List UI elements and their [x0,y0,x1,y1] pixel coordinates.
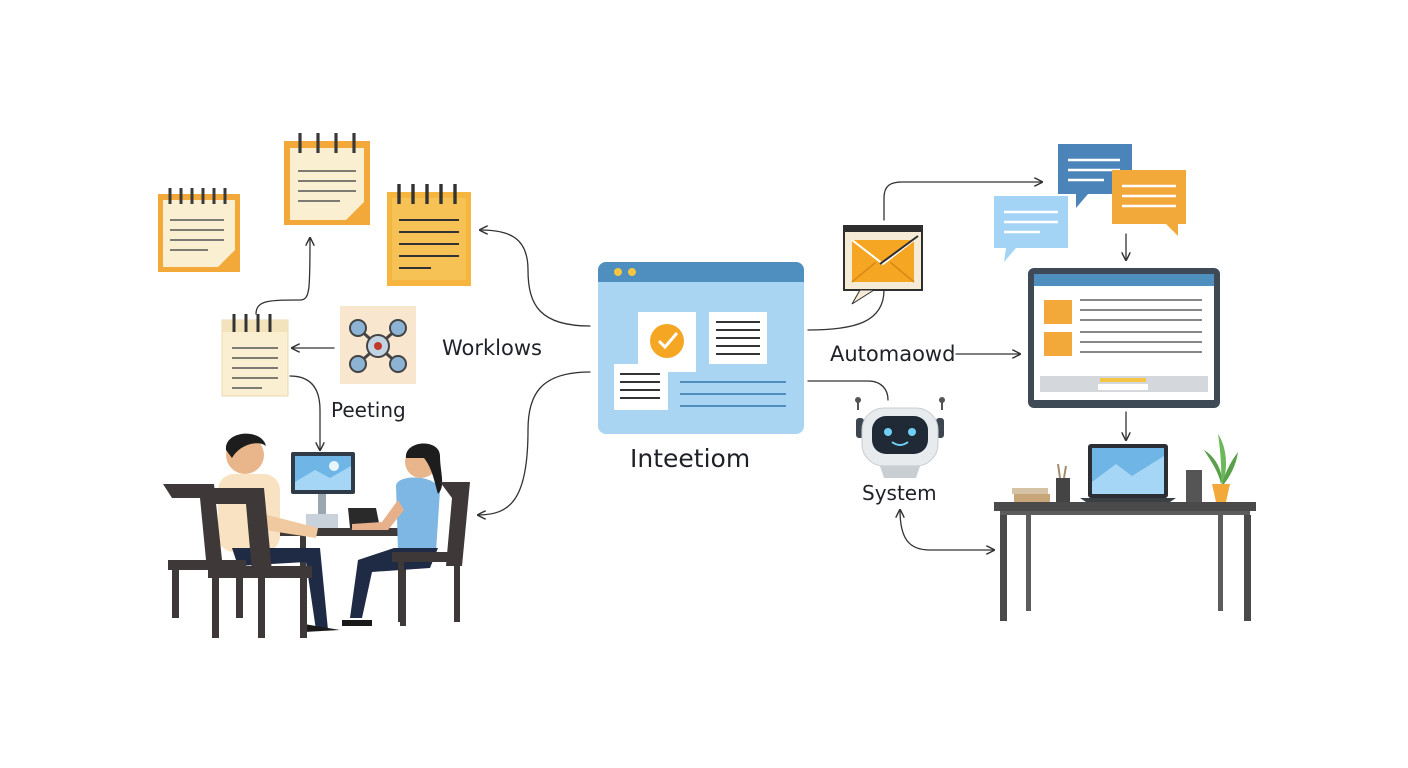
arrow-hub-to-envelope [807,269,885,331]
robot-icon [855,397,945,478]
arrow-small-note-to-top-note [255,238,310,315]
arrow-hub-to-robot [807,380,889,401]
dashboard-monitor-icon [1028,268,1220,408]
arrow-envelope-to-chat [883,182,1042,221]
peeting-label: Peeting [331,398,406,422]
browser-window-icon [598,262,804,434]
meeting-team-icon [163,433,470,638]
connector-arrows [255,182,1126,550]
system-label: System [862,481,937,505]
arrow-system-to-desk [900,510,994,550]
arrow-hub-to-note [480,230,591,327]
plant-icon [1204,434,1238,502]
notepad-icon [387,184,471,286]
laptop-desk-icon [994,444,1256,621]
network-icon [340,306,416,384]
notepad-icon [284,133,370,225]
arrow-hub-to-team [478,371,591,515]
notepad-icon [158,188,240,272]
arrow-small-note-to-team [289,375,320,450]
chat-bubbles-icon [994,144,1186,262]
notepad-icon [221,314,289,397]
inteetiom-label: Inteetiom [630,444,751,473]
automaowd-label: Automaowd [830,342,956,366]
worklows-label: Worklows [442,336,542,360]
envelope-icon [843,225,923,305]
